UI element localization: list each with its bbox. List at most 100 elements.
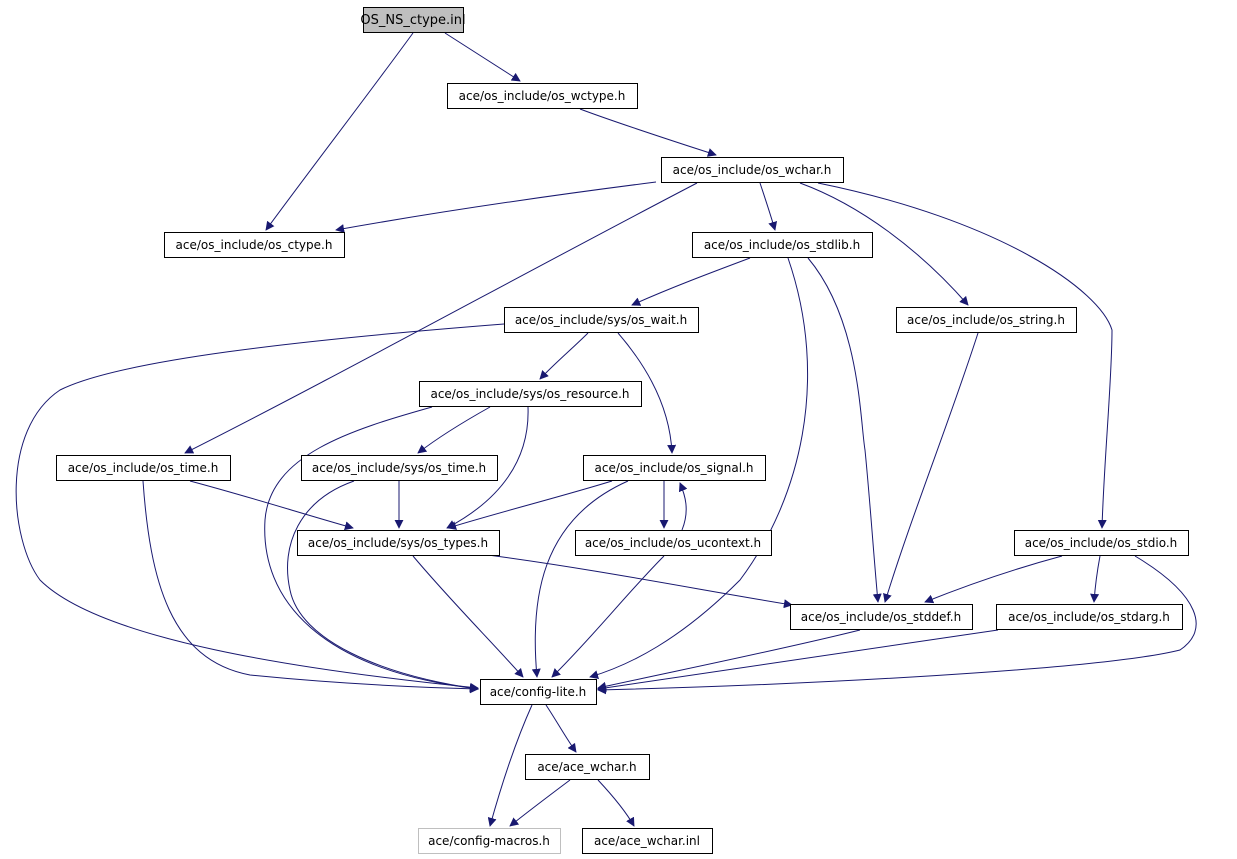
node-label: ace/os_include/os_stddef.h xyxy=(801,610,961,624)
node-label: ace/os_include/os_time.h xyxy=(68,461,219,475)
edge-line xyxy=(678,482,688,531)
node-box xyxy=(164,232,345,258)
edge-n7-to-n11 xyxy=(446,406,529,529)
node-label: ace/os_include/sys/os_resource.h xyxy=(430,387,629,401)
node-box xyxy=(790,604,973,630)
node-label: ace/os_include/sys/os_wait.h xyxy=(515,313,687,327)
node-label: ace/os_include/sys/os_types.h xyxy=(308,536,488,550)
node-ace-os-include-os-stddef-h[interactable]: ace/os_include/os_stddef.h xyxy=(790,604,973,630)
node-box xyxy=(480,679,597,705)
edge-n2-to-n4 xyxy=(759,182,778,231)
edge-n0-to-n1 xyxy=(444,32,521,82)
node-ace-os-include-os-stdio-h[interactable]: ace/os_include/os_stdio.h xyxy=(1014,530,1189,556)
node-ace-os-include-os-wchar-h[interactable]: ace/os_include/os_wchar.h xyxy=(661,157,844,183)
node-ace-os-include-os-signal-h[interactable]: ace/os_include/os_signal.h xyxy=(583,455,766,481)
edge-n1-to-n2 xyxy=(579,108,717,157)
node-label: ace/os_include/os_stdlib.h xyxy=(704,238,860,252)
edge-n2-to-n8 xyxy=(184,182,698,454)
node-box xyxy=(504,307,699,333)
edge-n0-to-n3 xyxy=(265,32,414,231)
node-ace-os-include-os-stdarg-h[interactable]: ace/os_include/os_stdarg.h xyxy=(996,604,1183,630)
edge-line xyxy=(597,629,999,693)
node-ace-os-include-sys-os-resource-h[interactable]: ace/os_include/sys/os_resource.h xyxy=(419,381,642,407)
edge-n12-to-n10 xyxy=(678,482,688,531)
edge-n5-to-n7 xyxy=(539,332,589,380)
node-box xyxy=(56,455,231,481)
node-label: ace/ace_wchar.h xyxy=(537,760,636,774)
edge-line xyxy=(759,182,778,231)
edge-line xyxy=(189,480,354,531)
node-box xyxy=(896,307,1077,333)
edge-n10-to-n16 xyxy=(531,480,629,678)
edge-line xyxy=(444,32,521,82)
node-ace-os-include-sys-os-time-h[interactable]: ace/os_include/sys/os_time.h xyxy=(301,455,498,481)
edge-n13-to-n14 xyxy=(924,555,1063,604)
node-ace-os-include-os-string-h[interactable]: ace/os_include/os_string.h xyxy=(896,307,1077,333)
edge-line xyxy=(509,779,571,827)
edge-line xyxy=(617,332,677,454)
edge-n5-to-n10 xyxy=(617,332,677,454)
node-label: ace/os_include/sys/os_time.h xyxy=(312,461,486,475)
edge-n4-to-n5 xyxy=(631,257,751,306)
edge-line xyxy=(597,779,635,827)
node-os-ns-ctype-inl[interactable]: OS_NS_ctype.inl xyxy=(360,7,466,33)
edge-n6-to-n14 xyxy=(883,332,979,603)
node-label: ace/config-macros.h xyxy=(428,834,550,848)
node-label: ace/os_include/os_wchar.h xyxy=(673,163,832,177)
edge-line xyxy=(264,406,479,693)
node-ace-os-include-os-time-h[interactable]: ace/os_include/os_time.h xyxy=(56,455,231,481)
node-box xyxy=(575,530,772,556)
node-label: ace/os_include/os_wctype.h xyxy=(459,89,626,103)
edge-line xyxy=(597,629,861,691)
node-ace-os-include-sys-os-types-h[interactable]: ace/os_include/sys/os_types.h xyxy=(297,530,500,556)
edge-n7-to-n9 xyxy=(417,406,491,454)
node-ace-ace-wchar-h[interactable]: ace/ace_wchar.h xyxy=(525,754,650,780)
edge-n8-to-n16 xyxy=(142,480,479,694)
node-ace-os-include-os-wctype-h[interactable]: ace/os_include/os_wctype.h xyxy=(447,83,638,109)
edge-line xyxy=(807,257,882,603)
edge-n4-to-n16 xyxy=(589,257,809,679)
edge-n13-to-n15 xyxy=(1090,555,1101,603)
node-box xyxy=(583,455,766,481)
edge-line xyxy=(142,480,479,694)
node-label: ace/ace_wchar.inl xyxy=(594,834,700,848)
node-label: OS_NS_ctype.inl xyxy=(360,13,465,28)
edge-n16-to-n18 xyxy=(487,704,533,827)
edge-line xyxy=(287,480,479,693)
node-ace-ace-wchar-inl[interactable]: ace/ace_wchar.inl xyxy=(582,828,713,854)
node-box xyxy=(301,455,498,481)
edge-n2-to-n6 xyxy=(799,182,969,306)
edge-line xyxy=(631,257,751,306)
node-label: ace/os_include/os_stdio.h xyxy=(1025,536,1178,550)
node-label: ace/os_include/os_ucontext.h xyxy=(585,536,761,550)
node-ace-os-include-sys-os-wait-h[interactable]: ace/os_include/sys/os_wait.h xyxy=(504,307,699,333)
edge-n11-to-n16 xyxy=(412,555,524,678)
edge-line xyxy=(883,332,979,603)
node-box xyxy=(582,828,713,854)
edge-line xyxy=(545,704,577,753)
node-label: ace/os_include/os_signal.h xyxy=(595,461,754,475)
node-ace-os-include-os-stdlib-h[interactable]: ace/os_include/os_stdlib.h xyxy=(692,232,873,258)
header-nodes: OS_NS_ctype.inl ace/os_include/os_wctype.… xyxy=(56,7,1189,854)
edge-n5-to-n16 xyxy=(15,323,505,692)
edge-line xyxy=(447,480,613,530)
edge-n16-to-n17 xyxy=(545,704,577,753)
edge-line xyxy=(539,332,589,380)
edge-line xyxy=(924,555,1063,604)
node-box xyxy=(661,157,844,183)
node-box xyxy=(692,232,873,258)
node-ace-os-include-os-ucontext-h[interactable]: ace/os_include/os_ucontext.h xyxy=(575,530,772,556)
edge-line xyxy=(417,406,491,454)
node-ace-os-include-os-ctype-h[interactable]: ace/os_include/os_ctype.h xyxy=(164,232,345,258)
node-box xyxy=(996,604,1183,630)
edge-n2-to-n13 xyxy=(817,182,1113,529)
node-label: ace/config-lite.h xyxy=(490,685,587,699)
node-ace-config-macros-h[interactable]: ace/config-macros.h xyxy=(418,828,561,854)
edge-line xyxy=(15,323,505,692)
edge-n4-to-n14 xyxy=(807,257,882,603)
node-ace-config-lite-h[interactable]: ace/config-lite.h xyxy=(480,679,597,705)
node-box xyxy=(419,381,642,407)
edge-n17-to-n18 xyxy=(509,779,571,827)
node-box xyxy=(418,828,561,854)
edge-n15-to-n16 xyxy=(597,629,999,693)
